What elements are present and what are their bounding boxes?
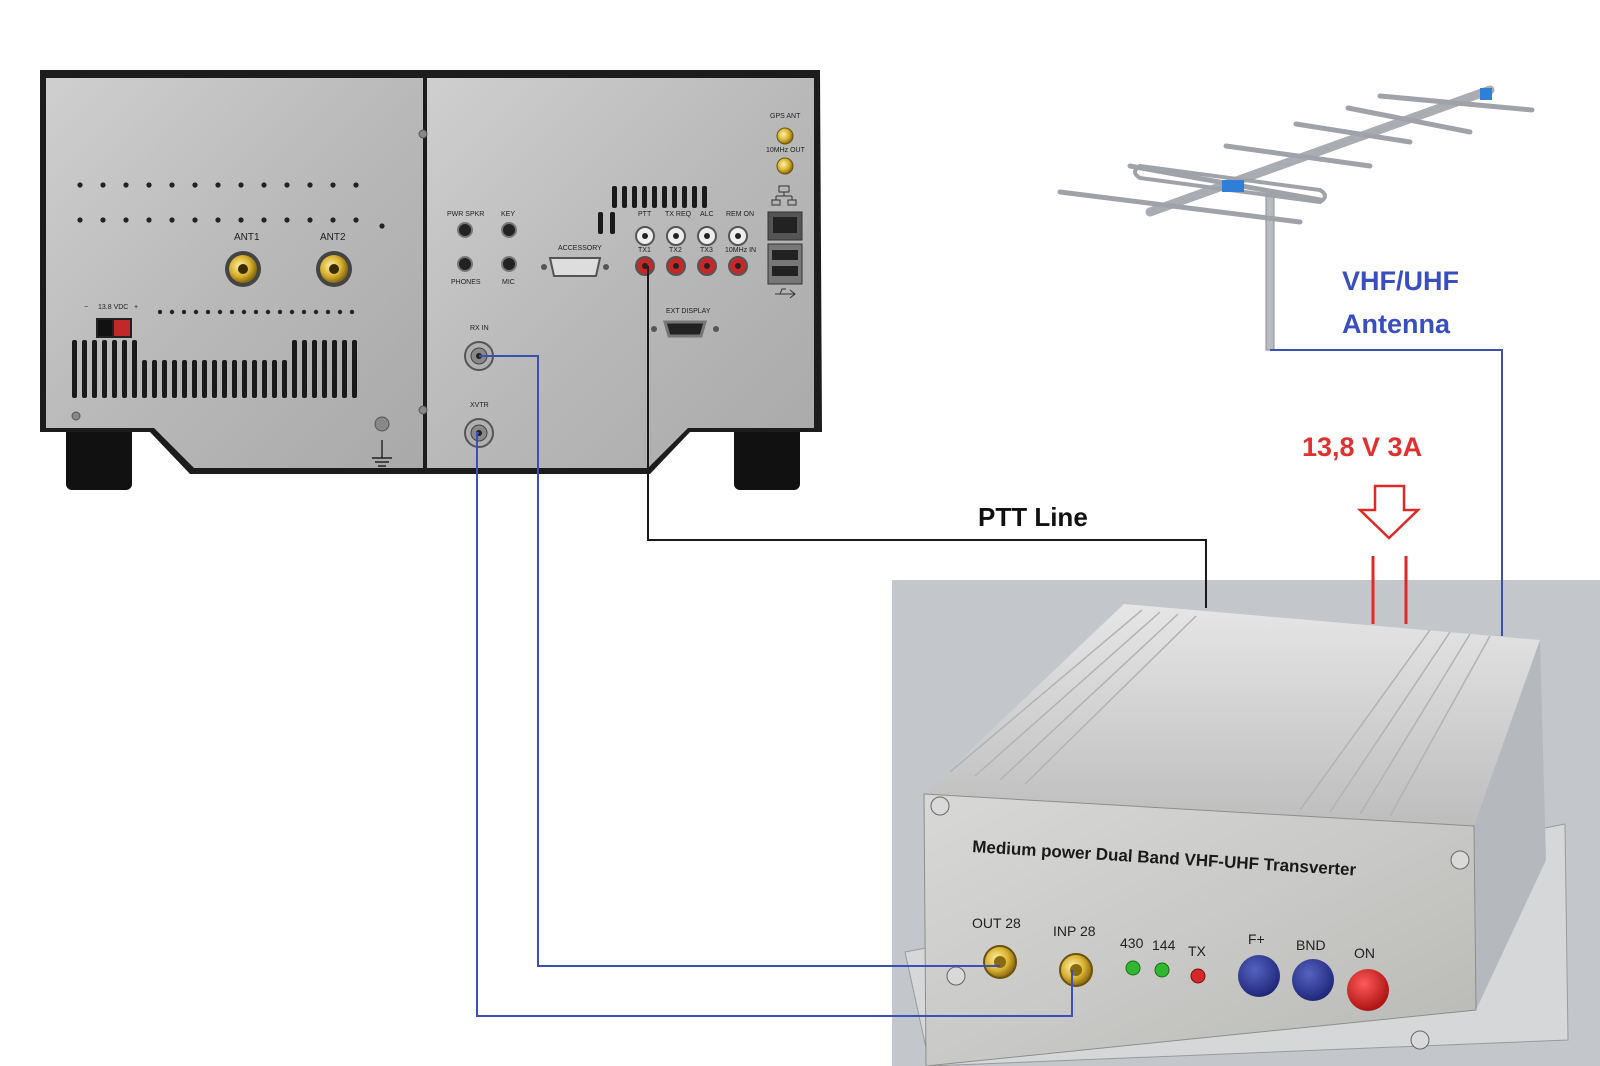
power-arrow-icon (1356, 484, 1422, 540)
transverter-side (1474, 640, 1546, 1010)
usb-icon (775, 288, 796, 299)
f-plus-button[interactable] (1238, 955, 1280, 997)
on-button-label: ON (1354, 945, 1375, 961)
inp28-sma-connector (1059, 953, 1093, 987)
ext-display-label: EXT DISPLAY (666, 308, 711, 315)
radio-right-panel (427, 78, 814, 468)
f-plus-label: F+ (1248, 931, 1265, 947)
vent-slots (72, 340, 357, 398)
gps-ant-connector (776, 127, 794, 145)
key-label: KEY (501, 211, 515, 218)
mic-label: MIC (502, 279, 515, 286)
rem-on-label: REM ON (726, 211, 754, 218)
led-tx-label: TX (1188, 943, 1207, 959)
inp28-label: INP 28 (1053, 923, 1096, 939)
ant1-label: ANT1 (234, 232, 260, 243)
ant1-connector (225, 251, 261, 287)
ant2-connector (316, 251, 352, 287)
transverter-unit: Medium power Dual Band VHF-UHF Transvert… (904, 604, 1569, 1066)
antenna-mast (1265, 189, 1275, 351)
cable-ptt-line (647, 266, 1207, 608)
xvtr-label: XVTR (470, 402, 489, 409)
antenna-dipole (1133, 163, 1327, 205)
accessory-label: ACCESSORY (558, 245, 602, 252)
usb-port-2 (772, 266, 798, 276)
hdmi-connector (651, 320, 719, 338)
power-on-button[interactable] (1347, 969, 1389, 1011)
hf-transceiver-rear-panel: ANT1 ANT2 − 13.8 VDC + PWR SPKR PHONES (40, 70, 822, 490)
front-screws (930, 796, 1470, 1050)
ground-terminal (372, 416, 392, 467)
dc-minus-label: − (84, 304, 88, 311)
accessory-connector (541, 257, 609, 277)
pwr-spkr-label: PWR SPKR (447, 211, 484, 218)
tx-req-label: TX REQ (665, 211, 692, 218)
cables (476, 266, 1503, 1017)
dc-power-connector (96, 318, 132, 338)
transverter-front-panel (923, 793, 1477, 1066)
ethernet-port-inner (773, 217, 797, 233)
band-button-label: BND (1296, 937, 1326, 953)
vent-holes (77, 182, 385, 229)
led-tx (1190, 968, 1206, 984)
radio-foot-right (734, 420, 800, 490)
led-430 (1125, 960, 1141, 976)
gps-ant-label: GPS ANT (770, 113, 801, 120)
antenna-feed-box (1222, 180, 1244, 192)
usb-port-1 (772, 250, 798, 260)
cable-rx-in-to-out28 (479, 355, 1000, 967)
rca-connectors (635, 226, 748, 276)
power-label: 13,8 V 3A (1302, 432, 1422, 462)
antenna-label-line2: Antenna (1342, 309, 1451, 339)
cable-antenna-feed (1270, 349, 1503, 636)
vent-slots-right (598, 186, 707, 234)
panel-screws (71, 129, 428, 421)
antenna-boom (1145, 85, 1495, 217)
ten-mhz-out-label: 10MHz OUT (766, 147, 806, 154)
tx2-label: TX2 (669, 247, 682, 254)
network-icon (771, 185, 797, 206)
top-fins (949, 609, 1491, 817)
led-144 (1154, 962, 1170, 978)
out28-sma-connector (983, 945, 1017, 979)
ptt-line-label: PTT Line (978, 502, 1088, 532)
ant2-label: ANT2 (320, 232, 346, 243)
ten-mhz-out-connector (776, 157, 794, 175)
antenna-label-line1: VHF/UHF (1342, 266, 1459, 296)
antenna-tip-cap (1480, 88, 1492, 100)
ptt-jack-label: PTT (638, 211, 652, 218)
vent-holes-middle (157, 309, 355, 315)
band-button[interactable] (1292, 959, 1334, 1001)
tx3-label: TX3 (700, 247, 713, 254)
led-430-label: 430 (1120, 935, 1144, 951)
audio-jacks (457, 222, 517, 272)
alc-label: ALC (700, 211, 714, 218)
out28-label: OUT 28 (972, 915, 1021, 931)
rx-in-label: RX IN (470, 325, 489, 332)
dc-plus-label: + (134, 304, 138, 311)
cable-xvtr-to-inp28 (476, 432, 1073, 1017)
ten-mhz-in-label: 10MHz IN (725, 247, 756, 254)
dc-label: 13.8 VDC (98, 304, 128, 311)
led-144-label: 144 (1152, 937, 1176, 953)
yagi-antenna (1057, 85, 1535, 351)
phones-label: PHONES (451, 279, 481, 286)
radio-foot-left (66, 420, 132, 490)
tx1-label: TX1 (638, 247, 651, 254)
